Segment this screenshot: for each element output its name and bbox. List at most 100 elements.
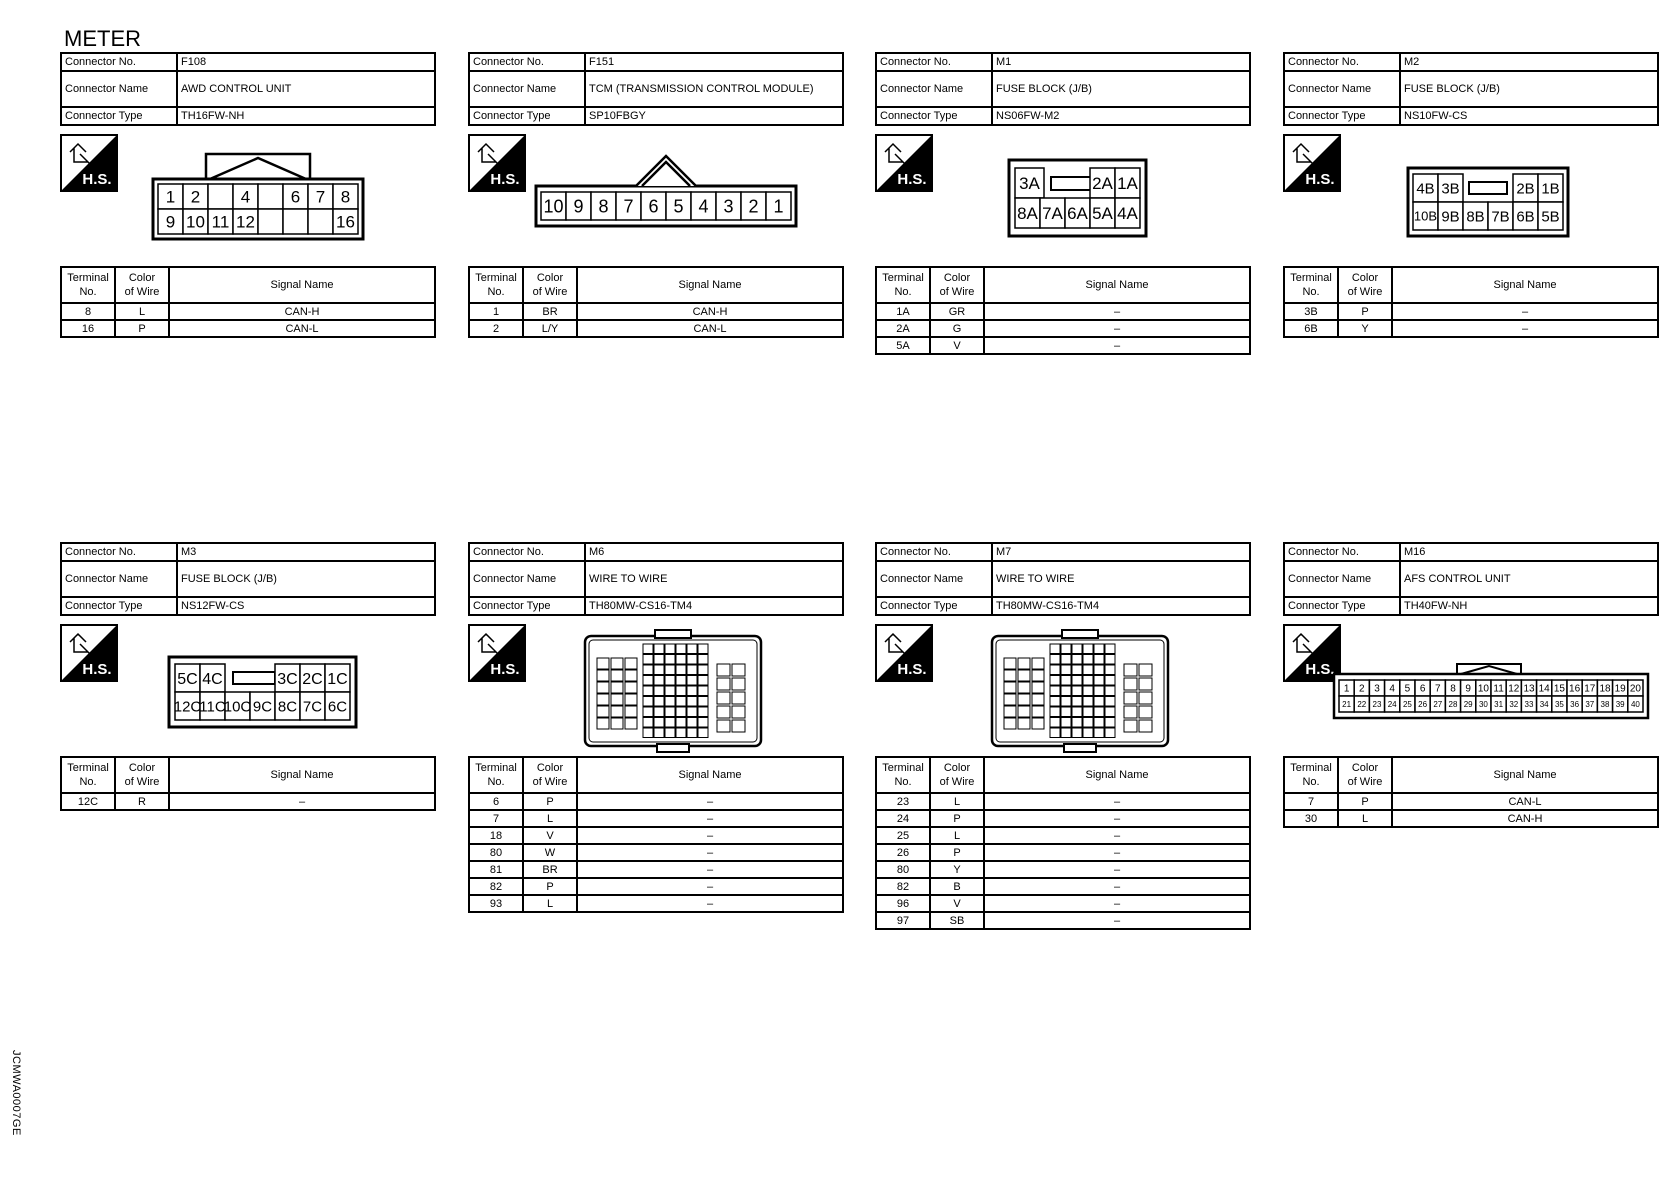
m7-connector-pin — [1071, 706, 1083, 717]
m7-connector-pin — [1049, 706, 1061, 717]
m7-connector-pin — [1082, 664, 1094, 675]
m7-connector-pin — [1031, 657, 1045, 670]
m7-connector-pin — [1138, 705, 1153, 719]
m16-top-pin-label: 14 — [1539, 684, 1551, 695]
terminal-no-cell: 96 — [875, 894, 931, 913]
m2-bottom-pin-label: 5B — [1541, 208, 1559, 225]
wire-color-cell: P — [522, 792, 578, 811]
signal-name-header: Signal Name — [1391, 756, 1659, 794]
f151-pin-label: 2 — [748, 196, 758, 216]
wire-color-cell: GR — [929, 302, 985, 321]
hs-label: H.S. — [897, 171, 926, 188]
m16-top-pin-label: 12 — [1508, 684, 1520, 695]
connector-type-value: TH40FW-NH — [1399, 596, 1659, 616]
m6-connector-pin — [716, 691, 731, 705]
f151-cell — [640, 191, 667, 221]
terminal-no-cell: 5A — [875, 336, 931, 355]
wire-color-cell: V — [522, 826, 578, 845]
wire-color-cell: SB — [929, 911, 985, 930]
m7-connector-pin — [1071, 727, 1083, 738]
m1-bottom-pin-label: 5A — [1092, 204, 1113, 223]
signal-name-cell: – — [983, 843, 1251, 862]
connector-name-label: Connector Name — [875, 560, 993, 598]
m6-connector-pin — [664, 727, 676, 738]
m7-connector-pin — [1123, 705, 1138, 719]
terminal-no-cell: 80 — [468, 843, 524, 862]
m7-connector-pin — [1060, 727, 1072, 738]
connector-no-value: M3 — [176, 542, 436, 562]
m7-connector-pin — [1138, 677, 1153, 691]
signal-name-cell: CAN-H — [1391, 809, 1659, 828]
m7-connector-pin — [1031, 681, 1045, 694]
m16-top-pin-label: 7 — [1435, 684, 1441, 695]
m6-connector-pin — [642, 717, 654, 728]
signal-name-cell: – — [576, 826, 844, 845]
m16-bottom-pin-label: 37 — [1585, 700, 1594, 709]
m16-bottom-cell — [1627, 695, 1644, 713]
m6-connector-pin — [664, 717, 676, 728]
wire-color-cell: P — [1337, 792, 1393, 811]
m16-bottom-pin-label: 31 — [1494, 700, 1503, 709]
connector-type-value: NS12FW-CS — [176, 596, 436, 616]
wire-color-cell: BR — [522, 860, 578, 879]
m7-connector-pin — [1017, 669, 1031, 682]
m7-connector-pin — [1093, 643, 1105, 654]
m6-connector-pin — [686, 643, 698, 654]
terminal-no-cell: 6 — [468, 792, 524, 811]
m16-bottom-pin-label: 36 — [1570, 700, 1579, 709]
m3-top-cell — [299, 663, 326, 693]
m7-connector-pin — [1093, 654, 1105, 665]
m6-connector-pin — [642, 706, 654, 717]
m6-connector-pin — [596, 657, 610, 670]
wire-color-cell: V — [929, 894, 985, 913]
page-title: METER — [64, 26, 141, 51]
m6-connector-pin — [642, 654, 654, 665]
m7-connector-pin — [1104, 664, 1116, 675]
f151-pin-label: 10 — [543, 196, 563, 216]
f151-pin-label: 7 — [623, 196, 633, 216]
m7-connector-pin — [1104, 727, 1116, 738]
m7-connector-pin — [1003, 657, 1017, 670]
m2-bottom-pin-label: 10B — [1414, 209, 1437, 224]
m7-connector-pin — [1071, 717, 1083, 728]
m7-connector-pin — [1138, 719, 1153, 733]
terminal-no-cell: 7 — [468, 809, 524, 828]
signal-name-cell: – — [576, 809, 844, 828]
wire-color-cell: P — [114, 319, 170, 338]
harness-side-icon: H.S. — [60, 134, 118, 192]
m3-top-pin-label: 5C — [177, 671, 197, 688]
m6-connector-pin — [731, 691, 746, 705]
m3-top-cell — [174, 663, 201, 693]
m6-connector-pin — [686, 727, 698, 738]
m6-connector-pin — [731, 677, 746, 691]
f151-cell — [590, 191, 617, 221]
connector-no-value: M1 — [991, 52, 1251, 72]
m3-top-cell — [324, 663, 351, 693]
m6-connector-pin — [664, 654, 676, 665]
m6-connector-pin — [596, 717, 610, 730]
m16-top-pin-label: 5 — [1405, 684, 1411, 695]
connector-type-value: NS06FW-M2 — [991, 106, 1251, 126]
m1-bottom-pin-label: 4A — [1117, 204, 1138, 223]
m7-connector-pin — [1104, 706, 1116, 717]
signal-name-cell: – — [576, 894, 844, 913]
